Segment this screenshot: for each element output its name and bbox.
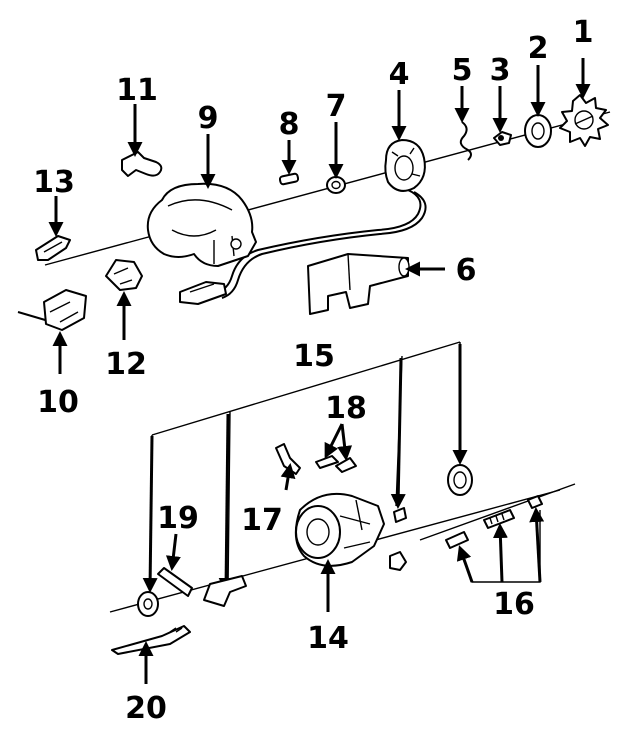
leader-arrows	[48, 58, 591, 684]
part-16-pins	[445, 495, 545, 583]
part-10-bracket	[17, 289, 87, 331]
part-5-spring	[459, 121, 472, 161]
part-11-lever	[121, 151, 163, 177]
label-14: 14	[307, 621, 349, 656]
part-15-bracket	[203, 575, 247, 607]
label-16: 16	[493, 587, 535, 622]
part-15-ring	[447, 464, 473, 496]
part-2-washer	[524, 114, 552, 148]
label-19: 19	[157, 501, 199, 536]
part-12-bracket	[105, 259, 143, 291]
part-1-gear	[559, 94, 609, 147]
part-6-sleeve	[307, 253, 410, 315]
part-19-bar	[157, 567, 193, 597]
part-8-pin	[278, 172, 300, 186]
label-10: 10	[37, 385, 79, 420]
label-17: 17	[241, 503, 283, 538]
part-15-ring-left	[137, 591, 159, 617]
part-13-clip	[35, 235, 71, 261]
label-7: 7	[326, 89, 347, 124]
label-20: 20	[125, 691, 167, 726]
part-20-key	[111, 625, 191, 655]
upper-assembly	[17, 94, 611, 331]
label-18: 18	[325, 391, 367, 426]
label-2: 2	[528, 31, 549, 66]
part-4-switch	[179, 139, 427, 305]
label-5: 5	[452, 53, 473, 88]
label-6: 6	[456, 253, 477, 288]
part-14-housing	[294, 492, 385, 567]
label-1: 1	[573, 15, 594, 50]
part-18-clips	[315, 455, 357, 473]
part-3-clip	[493, 131, 512, 146]
lower-assembly	[109, 341, 576, 655]
part-15-retainer	[389, 507, 407, 571]
part-number-labels: 1 2 3 4 5 6 7 8 9 10 11 12 13 14 15 16 1…	[33, 15, 593, 726]
part-7-bushing	[326, 176, 346, 194]
label-15: 15	[293, 339, 335, 374]
label-3: 3	[490, 53, 511, 88]
label-13: 13	[33, 165, 75, 200]
label-11: 11	[116, 73, 158, 108]
label-4: 4	[389, 57, 410, 92]
lower-axis-line-2	[419, 483, 576, 541]
label-12: 12	[105, 347, 147, 382]
part-9-housing	[146, 182, 257, 267]
label-9: 9	[198, 101, 219, 136]
label-8: 8	[279, 107, 300, 142]
